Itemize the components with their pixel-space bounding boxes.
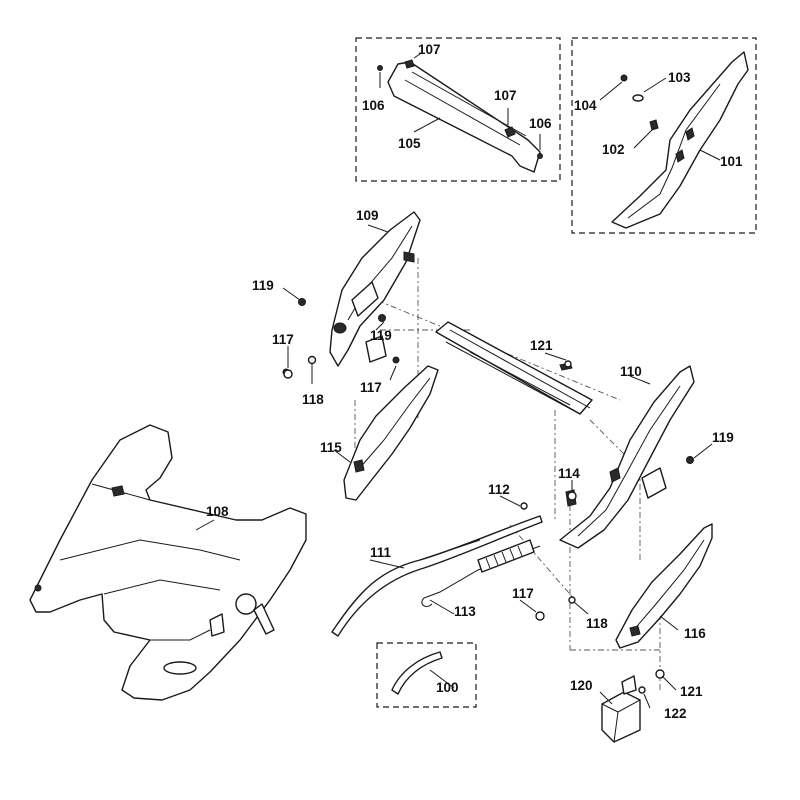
part-110-right-bracket — [559, 365, 695, 549]
part-111-handle-rod — [331, 515, 543, 637]
callout-121-lower: 121 — [680, 684, 703, 699]
callout-100: 100 — [436, 680, 459, 695]
part-115-lower-left-plate — [343, 365, 439, 501]
callout-111: 111 — [370, 545, 392, 560]
part-116-lower-right-plate — [615, 523, 713, 649]
part-105-cross-bracket — [377, 59, 543, 173]
callout-109: 109 — [356, 208, 379, 223]
callout-122: 122 — [664, 706, 687, 721]
callout-101: 101 — [720, 154, 743, 169]
callout-121-top: 121 — [530, 338, 553, 353]
fasteners — [283, 360, 665, 694]
part-101-side-plate — [611, 51, 749, 229]
part-120-cover — [601, 675, 641, 743]
callout-102: 102 — [602, 142, 625, 157]
callout-119-left: 119 — [252, 278, 274, 293]
callout-108: 108 — [206, 504, 229, 519]
callout-120: 120 — [570, 678, 593, 693]
group-box-101 — [571, 37, 757, 234]
callout-116: 116 — [684, 626, 706, 641]
part-113-spring — [421, 539, 541, 607]
callout-110: 110 — [620, 364, 642, 379]
callout-118-left: 118 — [302, 392, 324, 407]
callout-112: 112 — [488, 482, 510, 497]
group-box-105 — [355, 37, 561, 182]
part-108-housing — [29, 424, 307, 701]
callout-117-mid: 117 — [360, 380, 382, 395]
callout-119-mid: 119 — [370, 328, 392, 343]
group-box-100 — [376, 642, 477, 708]
callout-119-right: 119 — [712, 430, 734, 445]
callout-113: 113 — [454, 604, 476, 619]
callout-107-right: 107 — [494, 88, 517, 103]
callout-105: 105 — [398, 136, 421, 151]
callout-117-left: 117 — [272, 332, 294, 347]
callout-115: 115 — [320, 440, 342, 455]
part-100-rod-end — [391, 651, 443, 695]
callout-117-lower: 117 — [512, 586, 534, 601]
callout-114: 114 — [558, 466, 580, 481]
leader-lines — [195, 53, 721, 709]
callout-103: 103 — [668, 70, 691, 85]
callout-106-right: 106 — [529, 116, 552, 131]
callout-118-lower: 118 — [586, 616, 608, 631]
part-center-tube — [435, 321, 593, 415]
callout-104: 104 — [574, 98, 597, 113]
part-112-clip — [520, 502, 528, 510]
callouts: 107 106 107 106 105 104 103 102 101 109 … — [206, 42, 743, 721]
callout-106-left: 106 — [362, 98, 385, 113]
callout-107-top: 107 — [418, 42, 441, 57]
part-109-left-bracket — [282, 211, 421, 376]
